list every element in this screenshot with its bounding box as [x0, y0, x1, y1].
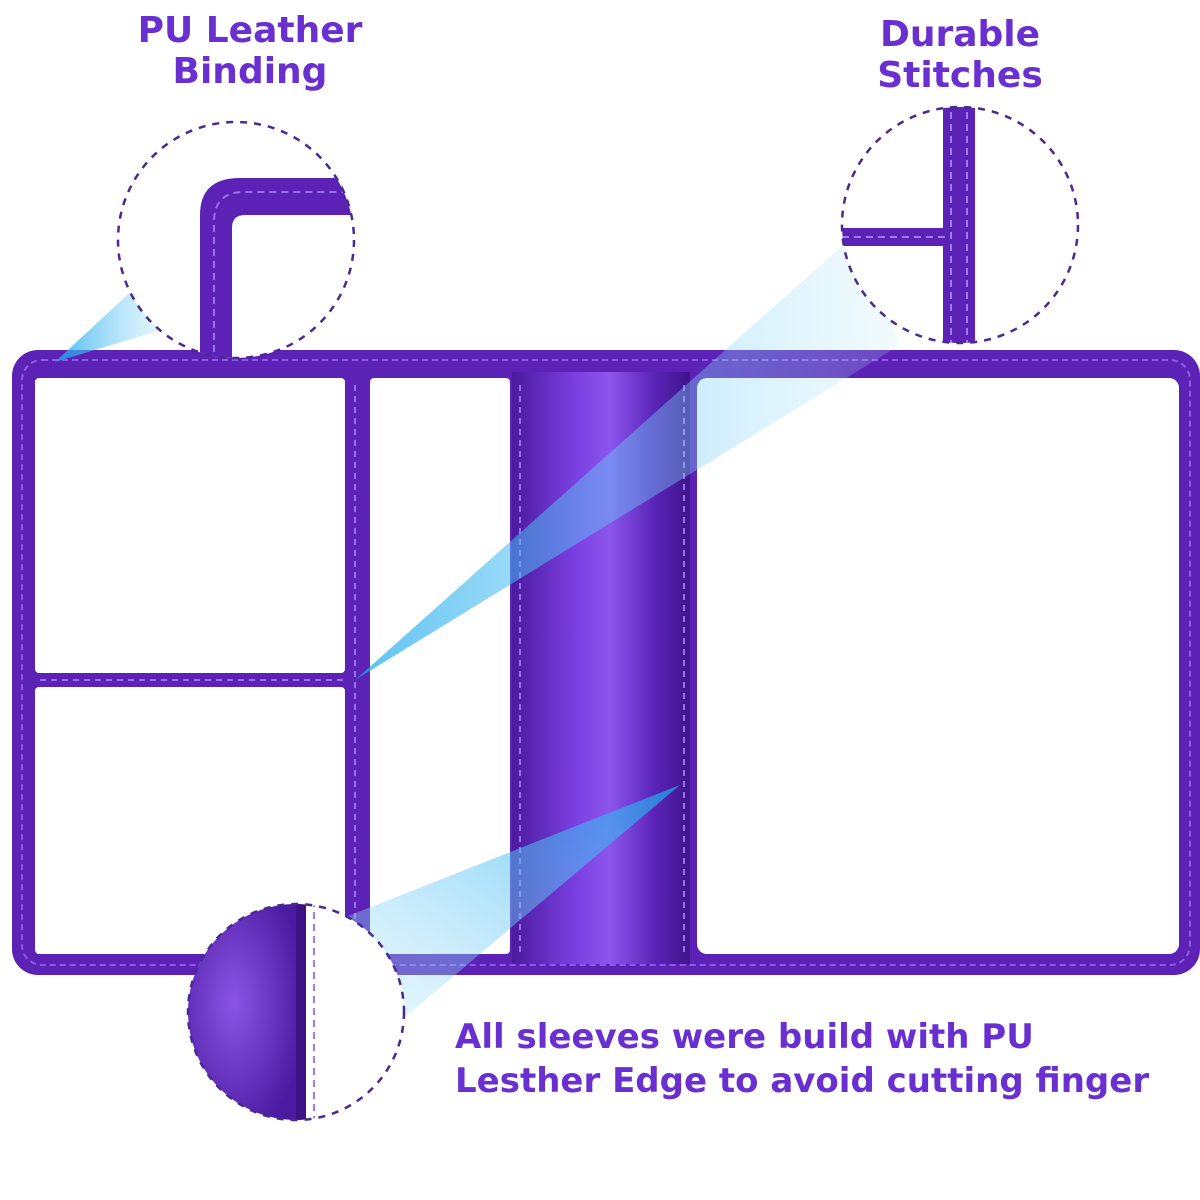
callout-binding-label: PU Leather Binding	[100, 10, 400, 93]
sleeve-narrow	[370, 378, 510, 954]
beam-stitches	[355, 230, 900, 680]
callout-stitches-line2: Stitches	[877, 55, 1043, 97]
zoom-circle-binding	[116, 120, 356, 360]
callout-stitches-line1: Durable	[879, 14, 1041, 55]
sleeve-bottom-left	[35, 687, 345, 954]
sleeves	[35, 378, 1179, 955]
sleeve-large-right	[697, 378, 1179, 954]
callout-stitches-label: Durable Stitches	[820, 14, 1100, 97]
callout-edge-line2: Lesther Edge to avoid cutting finger	[455, 1061, 1150, 1102]
callout-binding-line2: Binding	[172, 51, 328, 93]
callout-edge-line1: All sleeves were build with PU	[455, 1017, 1034, 1057]
zoom-circle-stitches	[840, 105, 1080, 345]
sleeve-top-left	[35, 378, 345, 673]
callout-edge-caption: All sleeves were build with PU Lesther E…	[455, 1015, 1175, 1103]
zoom-circle-edge	[186, 902, 406, 1122]
callout-binding-line1: PU Leather	[137, 10, 363, 51]
